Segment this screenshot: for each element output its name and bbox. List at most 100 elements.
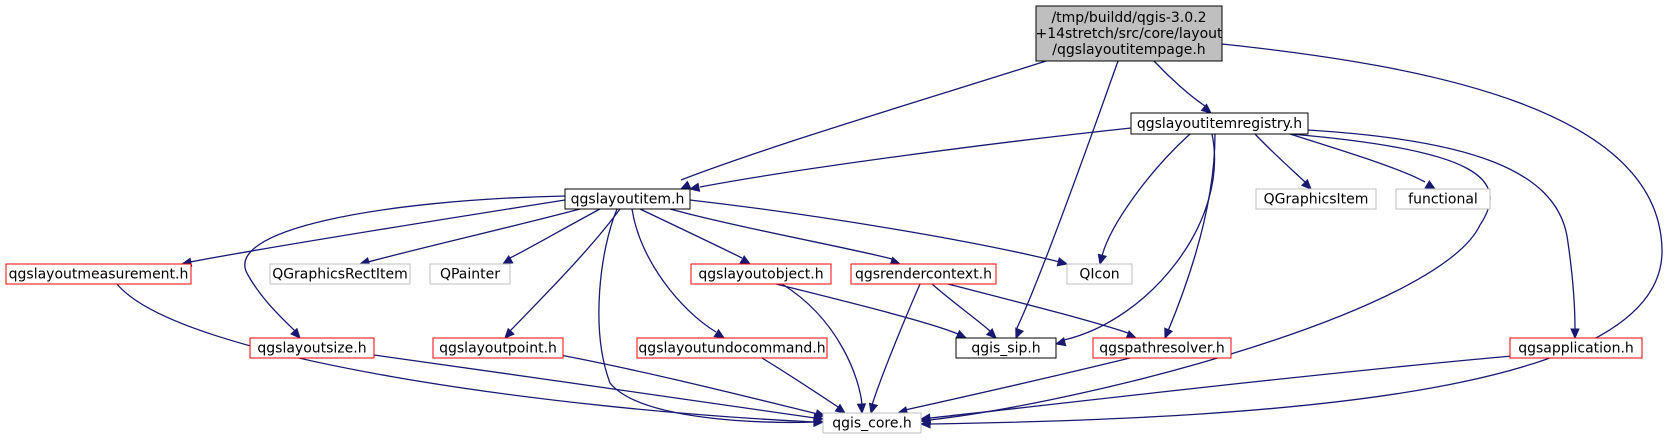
node-box xyxy=(1255,188,1377,210)
node-box xyxy=(249,337,375,359)
arrow-head xyxy=(1056,257,1069,267)
node-label: QPainter xyxy=(440,267,500,283)
edge-line xyxy=(680,60,1047,181)
node-box xyxy=(269,263,411,285)
node-pathresolver[interactable]: qgspathresolver.h xyxy=(1092,337,1232,359)
edge-registry-to-qicon xyxy=(1097,133,1191,266)
node-box xyxy=(564,188,691,210)
node-application[interactable]: qgsapplication.h xyxy=(1509,337,1643,359)
node-label: QGraphicsRectItem xyxy=(272,267,408,283)
arrow-head xyxy=(1015,327,1025,340)
edge-line xyxy=(1289,133,1426,183)
node-label: qgslayoutobject.h xyxy=(698,267,823,283)
edge-root-to-registry xyxy=(1153,60,1212,114)
edge-line xyxy=(373,354,816,419)
edge-line xyxy=(116,283,816,423)
arrow-head xyxy=(1054,337,1067,347)
node-box xyxy=(690,263,832,285)
edge-line xyxy=(929,355,1513,419)
edge-layoutitem-to-measurement xyxy=(180,199,566,267)
node-layoutsize[interactable]: qgslayoutsize.h xyxy=(249,337,375,359)
arrow-head xyxy=(1125,330,1138,339)
edge-line xyxy=(931,283,991,332)
node-box xyxy=(1035,5,1223,62)
edge-layoutpoint-to-qgis_core xyxy=(559,354,827,419)
node-box xyxy=(822,412,922,434)
node-qgraphicsitem: QGraphicsItem xyxy=(1255,188,1377,210)
node-layoutobject[interactable]: qgslayoutobject.h xyxy=(690,263,832,285)
arrow-head xyxy=(504,327,515,339)
edge-line xyxy=(1101,133,1191,257)
edge-line xyxy=(871,283,921,406)
arrow-head xyxy=(1200,103,1212,114)
edge-line xyxy=(904,357,1131,411)
node-label: qgslayoutitem.h xyxy=(571,192,685,208)
edge-line xyxy=(947,283,1129,334)
edge-layoutitem-to-qgraphicsrectitem xyxy=(358,208,581,267)
edge-line xyxy=(509,208,621,332)
arrow-head xyxy=(1300,178,1312,190)
arrow-head xyxy=(1097,253,1107,266)
node-box xyxy=(432,337,564,359)
edge-line xyxy=(775,283,959,335)
edge-line xyxy=(1254,133,1306,183)
node-label: +14stretch/src/core/layout xyxy=(1035,26,1223,42)
node-qicon: QIcon xyxy=(1066,263,1133,285)
node-measurement[interactable]: qgslayoutmeasurement.h xyxy=(5,263,192,285)
edge-registry-to-qgraphicsitem xyxy=(1254,133,1312,190)
node-label: qgis_core.h xyxy=(832,416,912,432)
node-layoutpoint[interactable]: qgslayoutpoint.h xyxy=(432,337,564,359)
edge-line xyxy=(929,133,1491,421)
node-label: QGraphicsItem xyxy=(1264,192,1369,208)
node-box xyxy=(1092,337,1232,359)
node-label: /qgslayoutitempage.h xyxy=(1052,42,1205,58)
edge-line xyxy=(1167,133,1216,332)
arrow-head xyxy=(679,180,692,190)
node-root[interactable]: /tmp/buildd/qgis-3.0.2+14stretch/src/cor… xyxy=(1035,5,1223,62)
node-undocommand[interactable]: qgslayoutundocommand.h xyxy=(636,337,828,359)
node-box xyxy=(1130,112,1309,135)
edge-line xyxy=(244,195,566,332)
edge-pathresolver-to-qgis_core xyxy=(896,357,1131,416)
node-box xyxy=(1066,263,1133,285)
node-box xyxy=(850,263,997,285)
edge-line xyxy=(631,208,717,333)
edge-line xyxy=(1153,60,1206,107)
edge-line xyxy=(761,357,839,408)
edge-application-to-qgis_core xyxy=(919,355,1513,423)
node-qpainter: QPainter xyxy=(429,263,511,285)
arrow-head xyxy=(868,402,879,415)
node-label: qgspathresolver.h xyxy=(1099,341,1224,357)
edge-line xyxy=(669,208,893,260)
arrow-head xyxy=(919,413,931,423)
edge-layoutobject-to-qgis_sip xyxy=(775,283,968,339)
node-rendercontext[interactable]: qgsrendercontext.h xyxy=(850,263,997,285)
node-label: qgis_sip.h xyxy=(971,341,1040,357)
node-box xyxy=(636,337,828,359)
arrow-head xyxy=(1570,328,1580,340)
edge-line xyxy=(598,208,816,424)
node-label: qgsapplication.h xyxy=(1518,341,1634,357)
node-label: qgslayoutundocommand.h xyxy=(638,341,825,357)
node-box xyxy=(1395,188,1491,210)
edge-registry-to-qgis_sip xyxy=(1054,133,1216,347)
edge-rendercontext-to-pathresolver xyxy=(947,283,1138,339)
arrow-head xyxy=(290,327,301,339)
node-box xyxy=(955,337,1057,359)
node-box xyxy=(429,263,511,285)
edge-layoutsize-to-qgis_core xyxy=(373,354,825,423)
node-registry[interactable]: qgslayoutitemregistry.h xyxy=(1130,112,1309,135)
node-qgraphicsrectitem: QGraphicsRectItem xyxy=(269,263,411,285)
edge-layoutitem-to-rendercontext xyxy=(669,208,902,266)
edge-rendercontext-to-qgis_core xyxy=(868,283,921,415)
edge-layoutitem-to-layoutsize xyxy=(244,195,566,339)
edge-registry-to-qgis_core xyxy=(919,133,1491,425)
node-layoutitem[interactable]: qgslayoutitem.h xyxy=(564,188,691,210)
edge-registry-to-layoutitem xyxy=(688,127,1132,192)
edge-line xyxy=(559,354,819,415)
node-label: functional xyxy=(1408,192,1478,208)
arrow-head xyxy=(1164,327,1174,340)
edge-registry-to-application xyxy=(1307,129,1580,340)
node-qgis_sip[interactable]: qgis_sip.h xyxy=(955,337,1057,359)
